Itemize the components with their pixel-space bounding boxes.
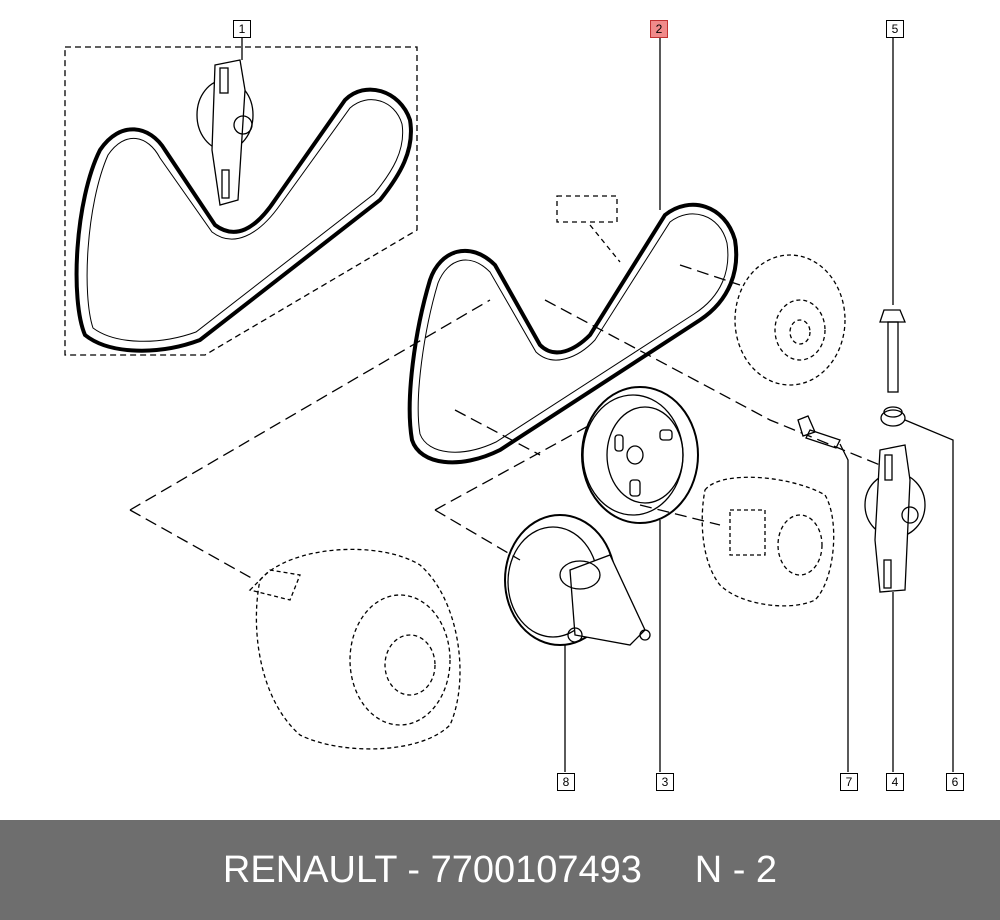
long-bolt-drawing: [879, 36, 906, 393]
idler-pulley-drawing: [734, 254, 846, 386]
part-number: 7700107493: [430, 849, 642, 891]
water-pump-drawing: [504, 514, 651, 646]
callout-8: 8: [557, 773, 575, 791]
callout-5: 5: [886, 20, 904, 38]
alternator-drawing: [248, 548, 461, 750]
connector-lines: [129, 264, 881, 581]
tensioner-drawing: [864, 444, 926, 593]
callout-1: 1: [233, 20, 251, 38]
short-bolt-drawing: [797, 415, 849, 772]
callout-4: 4: [886, 773, 904, 791]
steering-pump-drawing: [701, 476, 835, 607]
inset-dashed-frame: [64, 46, 418, 356]
callout-3: 3: [656, 773, 674, 791]
reference-code: N - 2: [694, 849, 778, 891]
part-info-footer: RENAULT - 7700107493 N - 2: [0, 820, 1000, 920]
crank-pulley-drawing: [581, 386, 699, 524]
exploded-parts-diagram: [64, 36, 954, 772]
brand-label: RENAULT: [222, 849, 397, 891]
callout-6: 6: [946, 773, 964, 791]
inset-tensioner-drawing: [196, 59, 254, 206]
main-belt-drawing: [407, 202, 739, 465]
separator: -: [396, 849, 431, 891]
inset-belt-drawing: [74, 87, 413, 353]
nut-drawing: [880, 406, 954, 772]
callout-7: 7: [840, 773, 858, 791]
callout-2: 2: [650, 20, 668, 38]
